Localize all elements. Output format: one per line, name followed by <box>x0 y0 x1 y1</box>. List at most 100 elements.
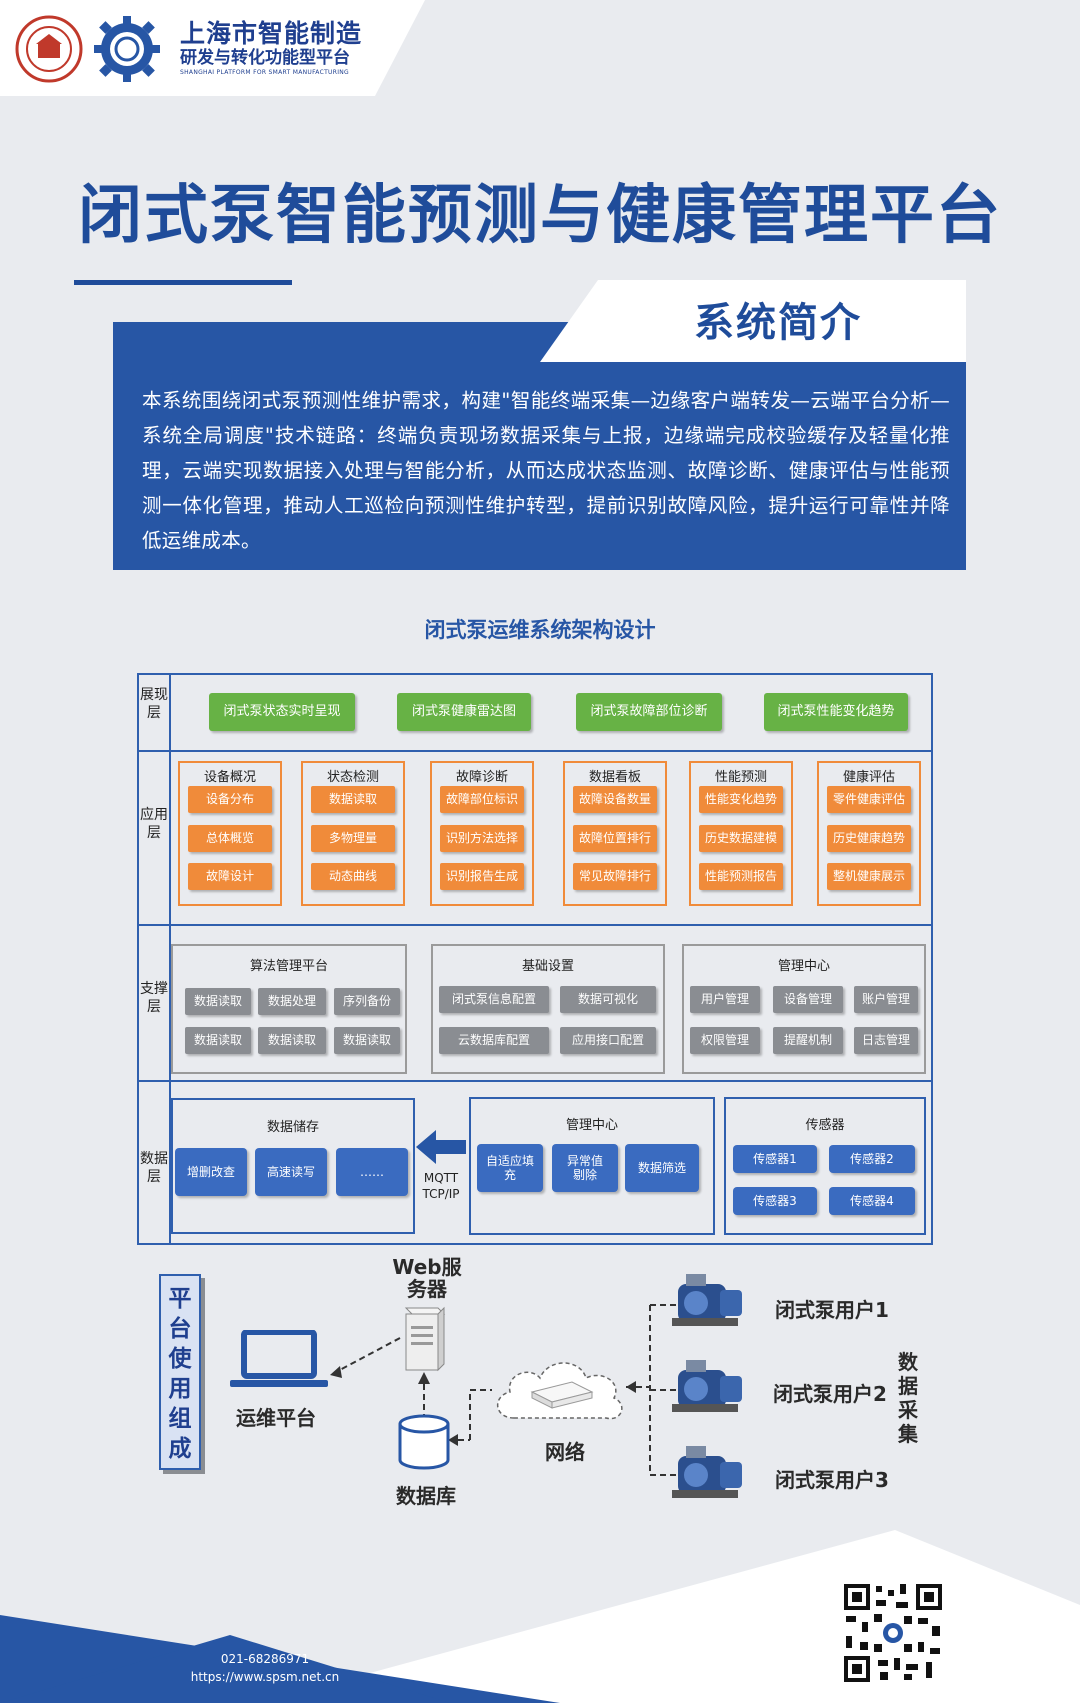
app-item[interactable]: 性能预测报告 <box>699 863 783 890</box>
app-item[interactable]: 历史数据建模 <box>699 825 783 852</box>
support-item[interactable]: 应用接口配置 <box>560 1027 656 1054</box>
data-group-storage <box>171 1098 415 1234</box>
architecture-diagram <box>137 673 933 1245</box>
header-band <box>0 0 425 96</box>
support-group-title: 算法管理平台 <box>249 959 328 974</box>
laptop-icon <box>230 1330 328 1387</box>
protocol-tcpip: TCP/IP <box>422 1187 460 1201</box>
data-layer-label: 数据层 <box>140 1151 168 1185</box>
app-item[interactable]: 识别方法选择 <box>440 825 524 852</box>
application-layer-label: 应用层 <box>140 807 168 841</box>
footer-phone: 021-68286971 <box>220 1652 310 1666</box>
support-group-title: 管理中心 <box>777 959 830 974</box>
support-item[interactable]: 权限管理 <box>690 1027 760 1054</box>
support-item[interactable]: 云数据库配置 <box>439 1027 549 1054</box>
data-item[interactable]: 高速读写 <box>255 1148 327 1196</box>
pump-icon <box>672 1446 742 1498</box>
app-item[interactable]: 故障设计 <box>188 863 272 890</box>
app-group-title: 状态检测 <box>326 770 379 785</box>
data-group-title: 数据储存 <box>266 1120 319 1135</box>
app-item[interactable]: 性能变化趋势 <box>699 786 783 813</box>
app-group-health-assessment <box>817 761 921 906</box>
support-item[interactable]: 日志管理 <box>854 1027 918 1054</box>
app-group-title: 性能预测 <box>714 770 767 785</box>
data-item[interactable]: …… <box>336 1148 408 1196</box>
app-group-data-dashboard <box>563 761 667 906</box>
ops-platform-label: 运维平台 <box>236 1406 316 1430</box>
sensor-item[interactable]: 传感器1 <box>733 1145 817 1173</box>
app-item[interactable]: 总体概览 <box>188 825 272 852</box>
data-item[interactable]: 增删改查 <box>175 1148 247 1196</box>
support-item[interactable]: 提醒机制 <box>773 1027 843 1054</box>
layer-divider <box>137 1080 933 1082</box>
footer-contact: 021-68286971 https://www.spsm.net.cn <box>150 1650 380 1686</box>
app-group-status-monitoring <box>301 761 405 906</box>
sensor-item[interactable]: 传感器2 <box>829 1145 915 1173</box>
data-item[interactable]: 自适应填充 <box>477 1144 543 1192</box>
layer-divider <box>137 750 933 752</box>
support-group-algorithm <box>171 944 407 1074</box>
app-item[interactable]: 多物理量 <box>311 825 395 852</box>
data-collection-label: 数据采集 <box>898 1350 918 1446</box>
presentation-item[interactable]: 闭式泵故障部位诊断 <box>576 693 722 731</box>
support-item[interactable]: 用户管理 <box>690 986 760 1013</box>
support-item[interactable]: 数据读取 <box>334 1027 400 1054</box>
page-title: 闭式泵智能预测与健康管理平台 <box>78 179 1002 253</box>
app-group-title: 设备概况 <box>203 770 256 785</box>
support-item[interactable]: 数据可视化 <box>560 986 656 1013</box>
app-group-title: 健康评估 <box>842 770 895 785</box>
app-group-device-overview <box>178 761 282 906</box>
pump-user-label: 闭式泵用户2 <box>773 1382 887 1406</box>
support-item[interactable]: 数据读取 <box>185 1027 251 1054</box>
arrow-left-icon <box>416 1130 466 1164</box>
support-item[interactable]: 序列备份 <box>334 988 400 1015</box>
support-group-management <box>682 944 926 1074</box>
qr-code-icon[interactable] <box>842 1582 944 1684</box>
app-item[interactable]: 故障位置排行 <box>573 825 657 852</box>
app-item[interactable]: 整机健康展示 <box>827 863 911 890</box>
app-item[interactable]: 历史健康趋势 <box>827 825 911 852</box>
support-item[interactable]: 账户管理 <box>854 986 918 1013</box>
support-item[interactable]: 数据处理 <box>258 988 326 1015</box>
support-group-title: 基础设置 <box>521 959 574 974</box>
protocol-mqtt: MQTT <box>423 1171 459 1185</box>
data-group-title: 传感器 <box>805 1118 845 1133</box>
university-seal-icon <box>15 15 83 83</box>
sensor-item[interactable]: 传感器4 <box>829 1187 915 1215</box>
presentation-item[interactable]: 闭式泵性能变化趋势 <box>764 693 908 731</box>
layer-label-column <box>137 673 171 1245</box>
cloud-network-icon <box>497 1362 623 1420</box>
app-item[interactable]: 零件健康评估 <box>827 786 911 813</box>
support-item[interactable]: 数据读取 <box>185 988 251 1015</box>
sensor-item[interactable]: 传感器3 <box>733 1187 817 1215</box>
app-group-title: 故障诊断 <box>455 770 508 785</box>
org-name-en: SHANGHAI PLATFORM FOR SMART MANUFACTURIN… <box>180 69 350 76</box>
footer-band <box>0 1530 1080 1703</box>
app-group-title: 数据看板 <box>588 770 641 785</box>
support-item[interactable]: 设备管理 <box>773 986 843 1013</box>
app-item[interactable]: 动态曲线 <box>311 863 395 890</box>
data-item[interactable]: 数据筛选 <box>625 1144 699 1192</box>
network-label: 网络 <box>545 1440 585 1464</box>
presentation-item[interactable]: 闭式泵状态实时呈现 <box>209 693 355 731</box>
app-item[interactable]: 识别报告生成 <box>440 863 524 890</box>
gear-logo-icon <box>94 16 160 82</box>
footer-website[interactable]: https://www.spsm.net.cn <box>190 1670 340 1684</box>
pump-user-label: 闭式泵用户1 <box>775 1298 889 1322</box>
database-icon <box>398 1414 450 1470</box>
presentation-item[interactable]: 闭式泵健康雷达图 <box>397 693 531 731</box>
support-item[interactable]: 数据读取 <box>258 1027 326 1054</box>
data-item[interactable]: 异常值剔除 <box>552 1144 618 1192</box>
app-item[interactable]: 数据读取 <box>311 786 395 813</box>
app-group-performance-prediction <box>689 761 793 906</box>
app-item[interactable]: 故障部位标识 <box>440 786 524 813</box>
data-group-management <box>469 1097 715 1235</box>
web-server-label: Web服务器 <box>392 1255 462 1301</box>
server-icon <box>404 1306 446 1372</box>
app-item[interactable]: 常见故障排行 <box>573 863 657 890</box>
app-item[interactable]: 设备分布 <box>188 786 272 813</box>
protocol-label: MQTT TCP/IP <box>416 1170 466 1202</box>
pump-icon <box>672 1360 742 1412</box>
support-item[interactable]: 闭式泵信息配置 <box>439 986 549 1013</box>
app-item[interactable]: 故障设备数量 <box>573 786 657 813</box>
